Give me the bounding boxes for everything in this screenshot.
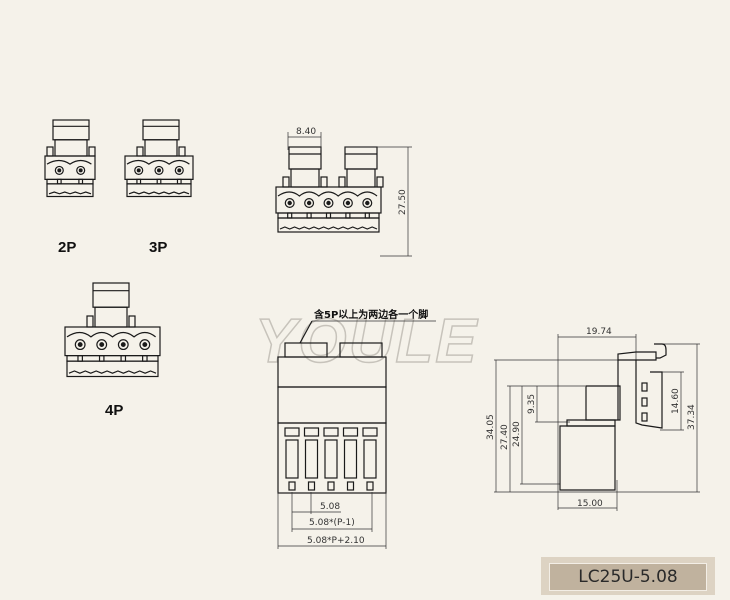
pin-hole-icon — [323, 198, 334, 209]
pin-hole-icon — [304, 198, 315, 209]
pin-hole-icon — [154, 165, 164, 175]
label-2p: 2P — [58, 239, 76, 256]
connector-4p — [64, 282, 161, 378]
side-dims: 19.74 15.00 34.05 27.40 24.90 9.35 14.60… — [486, 327, 700, 511]
label-4p: 4P — [105, 402, 123, 419]
connector-top-view — [275, 146, 384, 233]
connector-3p — [124, 119, 194, 198]
pin-hole-icon — [284, 198, 295, 209]
note-text: 含5P以上为两边各一个脚 — [314, 308, 428, 321]
pin-hole-icon — [174, 165, 184, 175]
pin-hole-icon — [74, 339, 86, 351]
model-number: LC25U-5.08 — [549, 563, 707, 591]
pin-hole-icon — [362, 198, 373, 209]
pin-hole-icon — [54, 165, 64, 175]
dim-total: 5.08*P+2.10 — [277, 492, 387, 549]
svg-text:8.40: 8.40 — [296, 127, 316, 137]
watermark: YOULE — [255, 307, 479, 376]
svg-text:27.40: 27.40 — [500, 424, 510, 450]
pin-hole-icon — [76, 165, 86, 175]
svg-text:5.08: 5.08 — [320, 502, 340, 512]
pin-hole-icon — [117, 339, 129, 351]
svg-text:24.90: 24.90 — [512, 421, 522, 447]
dim-height-top: 27.50 — [345, 146, 412, 257]
connector-views — [44, 119, 387, 494]
dim-pitch-top: 8.40 — [287, 127, 322, 150]
svg-text:19.74: 19.74 — [586, 327, 612, 337]
svg-text:5.08*P+2.10: 5.08*P+2.10 — [307, 536, 365, 546]
svg-text:15.00: 15.00 — [577, 499, 603, 509]
pin-hole-icon — [139, 339, 151, 351]
pin-hole-icon — [342, 198, 353, 209]
svg-text:5.08*(P-1): 5.08*(P-1) — [309, 518, 355, 528]
dim-pitch: 5.08 — [291, 492, 341, 532]
connector-5p-view — [277, 342, 387, 494]
pin-hole-icon — [134, 165, 144, 175]
svg-text:27.50: 27.50 — [398, 189, 408, 215]
svg-text:34.05: 34.05 — [486, 414, 496, 440]
side-view — [559, 343, 667, 491]
model-label-box: LC25U-5.08 — [541, 557, 715, 595]
svg-text:37.34: 37.34 — [687, 404, 697, 430]
svg-text:14.60: 14.60 — [671, 388, 681, 414]
connector-2p — [44, 119, 96, 198]
label-3p: 3P — [149, 239, 167, 256]
pin-hole-icon — [96, 339, 108, 351]
svg-text:9.35: 9.35 — [527, 394, 537, 414]
dim-span: 5.08*(P-1) — [292, 492, 373, 532]
